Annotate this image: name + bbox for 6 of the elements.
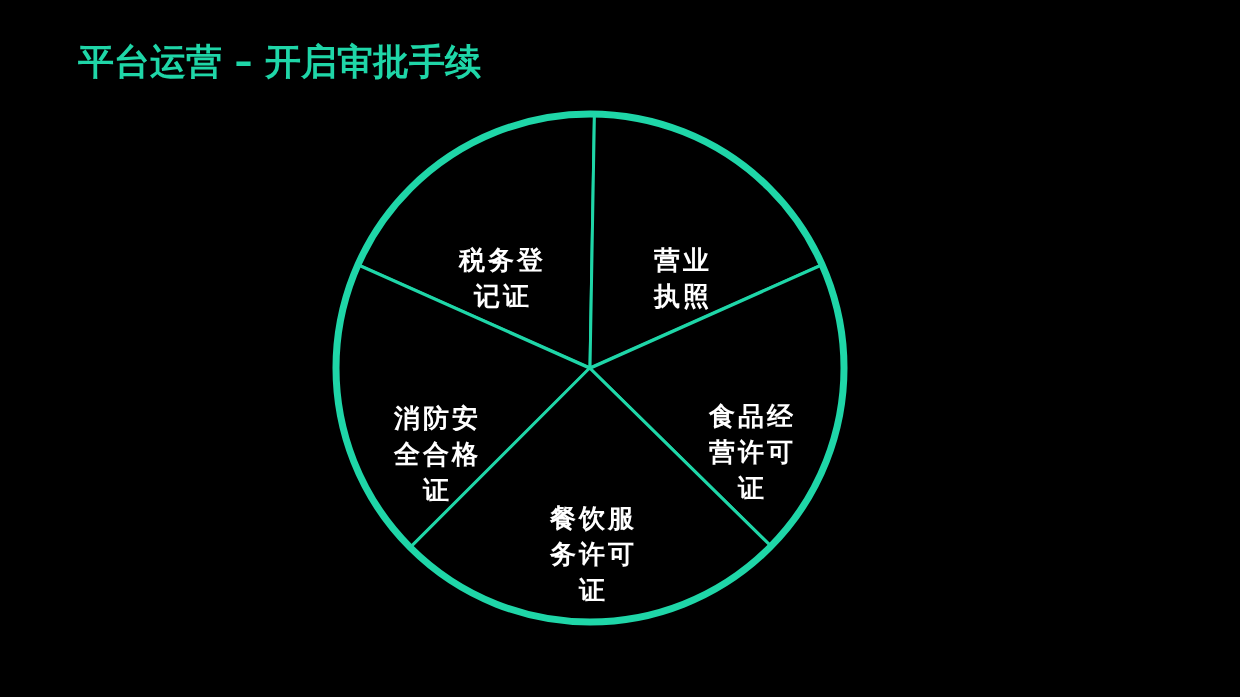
sector-label: 食品经营许可证 [707, 400, 797, 505]
sector-label: 消防安全合格证 [393, 402, 483, 507]
sector-label: 餐饮服务许可证 [549, 502, 639, 607]
sector-label: 营业执照 [652, 244, 713, 313]
title: 平台运营 – 开启审批手续 [78, 40, 482, 84]
sector-label: 税务登记证 [457, 244, 548, 313]
